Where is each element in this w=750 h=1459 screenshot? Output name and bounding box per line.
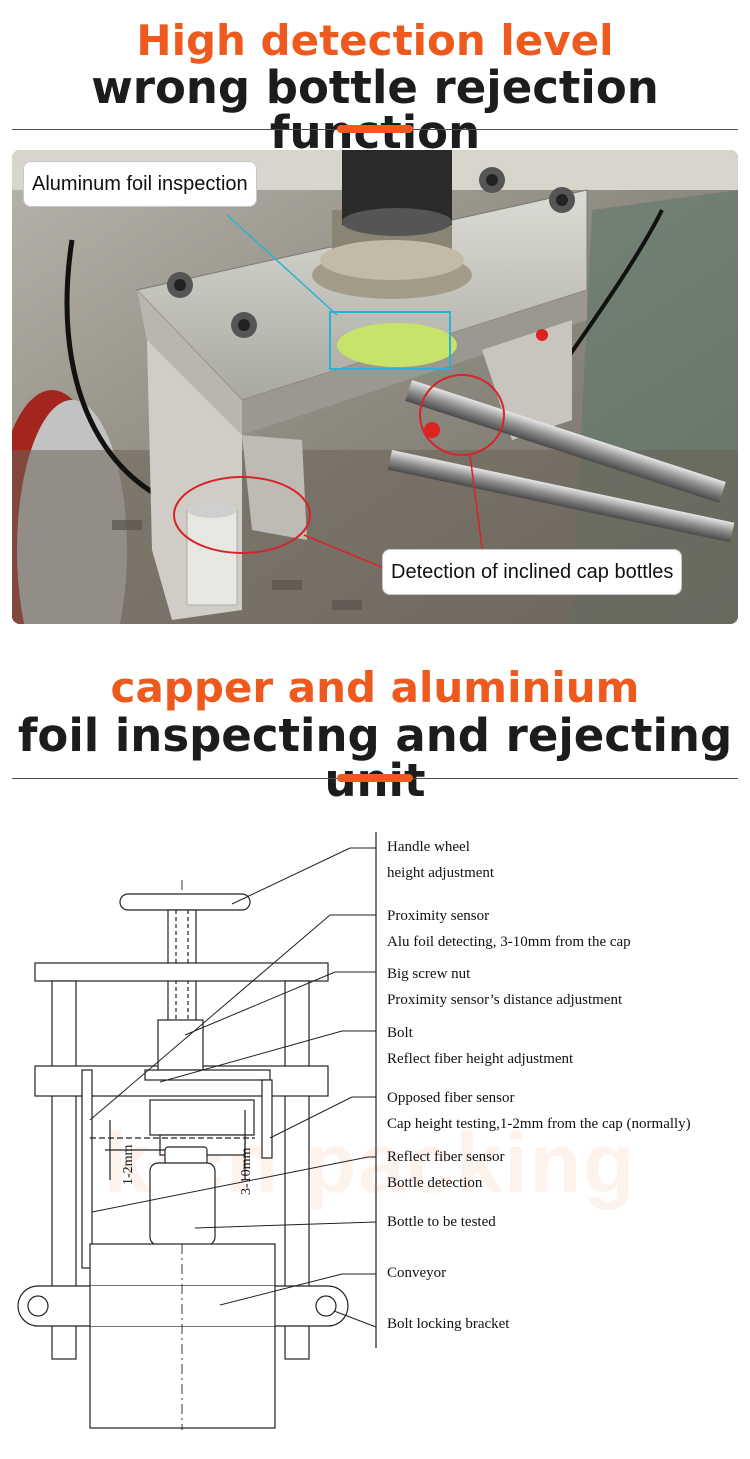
label-bolt-locking-bracket: Bolt locking bracket [387, 1316, 510, 1332]
label-proximity-sensor: Proximity sensor Alu foil detecting, 3-1… [387, 908, 631, 950]
label-conveyor: Conveyor [387, 1265, 447, 1281]
section2-title-accent: capper and aluminium [110, 663, 640, 712]
machine-photo: Aluminum foil inspection Detection of in… [12, 150, 738, 624]
label-big-screw-nut: Big screw nut Proximity sensor’s distanc… [387, 966, 623, 1008]
machine-illustration [12, 150, 738, 624]
section1-title-main: wrong bottle rejection function [91, 61, 659, 155]
section1-accent-tab [337, 125, 413, 133]
label-bolt: Bolt Reflect fiber height adjustment [387, 1025, 574, 1067]
callout-inclined-cap: Detection of inclined cap bottles [382, 549, 683, 595]
section2-accent-tab [337, 774, 413, 782]
callout-aluminum-foil: Aluminum foil inspection [23, 161, 257, 207]
label-reflect-fiber-sensor: Reflect fiber sensor Bottle detection [387, 1149, 505, 1191]
label-handle-wheel: Handle wheel height adjustment [387, 839, 495, 881]
label-opposed-fiber-sensor: Opposed fiber sensor Cap height testing,… [387, 1090, 691, 1132]
label-bottle-to-be-tested: Bottle to be tested [387, 1214, 496, 1230]
section1-title-accent: High detection level [136, 16, 614, 65]
technical-diagram: 1-2mm 3-10mm [17, 832, 377, 1430]
dim-3-10mm: 3-10mm [239, 1147, 254, 1195]
section2-title-main: foil inspecting and rejecting unit [17, 709, 733, 803]
dim-1-2mm: 1-2mm [121, 1144, 136, 1185]
